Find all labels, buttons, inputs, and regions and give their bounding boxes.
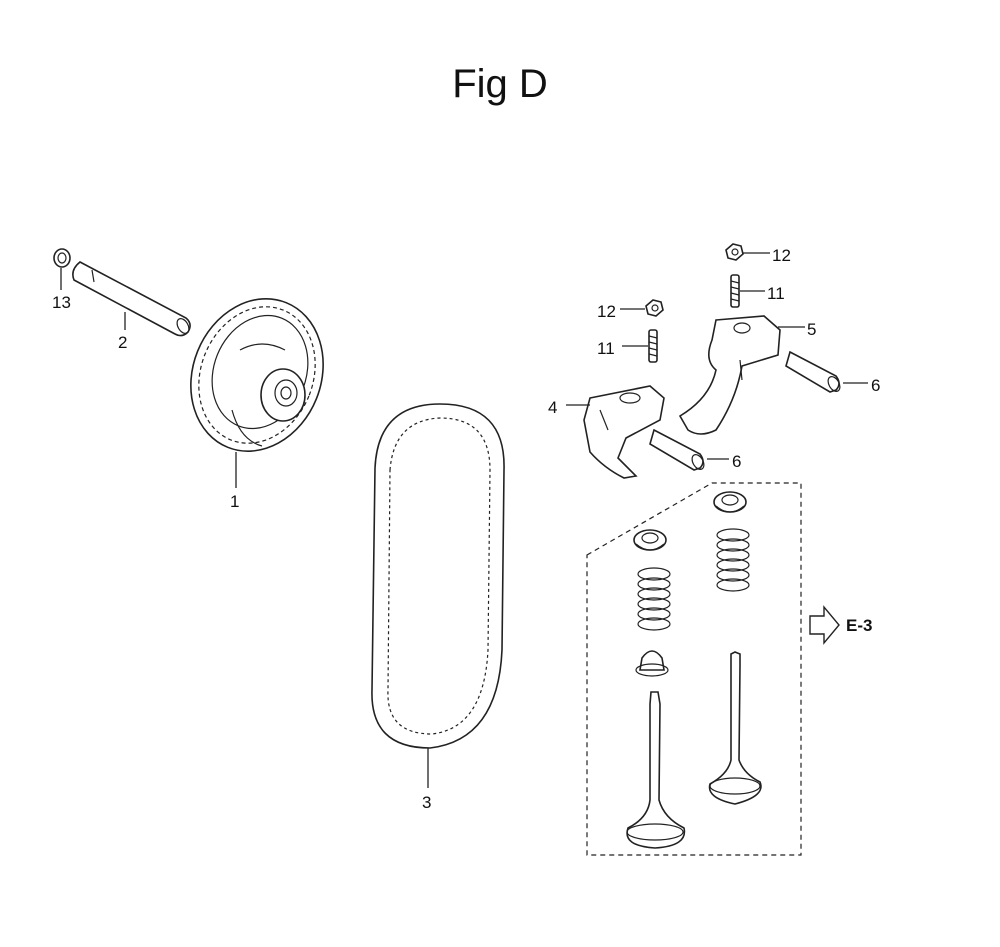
nut-part xyxy=(725,243,744,261)
reference-label: E-3 xyxy=(846,616,872,635)
adjusting-bolt-part xyxy=(648,329,658,363)
callout-1: 1 xyxy=(230,492,239,511)
nut-part xyxy=(645,299,664,317)
intake-valve-part xyxy=(626,691,686,849)
valve-stem-seal-part xyxy=(635,650,669,677)
callout-13: 13 xyxy=(52,293,71,312)
callout-12-left: 12 xyxy=(597,302,616,321)
valve-spring-retainer-part xyxy=(713,491,747,513)
callout-2: 2 xyxy=(118,333,127,352)
timing-pulley-part xyxy=(190,298,324,452)
callout-11-left: 11 xyxy=(597,339,615,358)
callout-12-top: 12 xyxy=(772,246,791,265)
rocker-shaft-part xyxy=(649,428,705,471)
callout-4: 4 xyxy=(548,398,557,417)
washer-part xyxy=(53,248,71,268)
callout-6-lower: 6 xyxy=(732,452,741,471)
adjusting-bolt-part xyxy=(730,274,740,308)
timing-belt-part xyxy=(371,403,505,749)
callout-6-upper: 6 xyxy=(871,376,880,395)
arrow-right-icon xyxy=(809,605,840,645)
rocker-arm-part xyxy=(583,385,665,479)
rocker-arm-part xyxy=(678,315,781,435)
exhaust-valve-part xyxy=(708,651,762,805)
rocker-shaft-part xyxy=(785,350,841,393)
camshaft-pin-part xyxy=(72,261,191,337)
callout-11-top: 11 xyxy=(767,284,785,303)
valve-assembly-group-box xyxy=(586,482,802,856)
figure-title: Fig D xyxy=(452,62,548,106)
valve-spring-retainer-part xyxy=(633,529,667,551)
valve-spring-part xyxy=(637,567,671,631)
callout-5: 5 xyxy=(807,320,816,339)
valve-spring-part xyxy=(716,528,750,592)
callout-3: 3 xyxy=(422,793,431,812)
